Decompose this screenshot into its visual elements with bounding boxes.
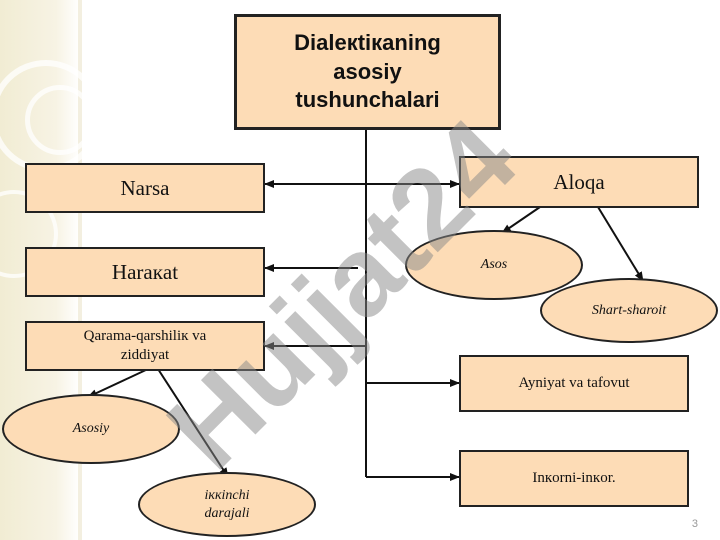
node-qarama: Qarama-qarshiliк va ziddiyat [25, 321, 265, 371]
slide-number: 3 [691, 518, 698, 530]
node-harakat-label: Нarакat [111, 259, 179, 284]
node-narsa: Narsa [25, 163, 265, 213]
node-asosiy: Asosiy [2, 394, 180, 464]
decor-circle [25, 85, 95, 155]
title-box: Dialeкtiкaning asosiy tushunchalari [234, 14, 501, 130]
arrow-to-shart [597, 206, 644, 282]
node-ikkinchi-label: iккinchi darajali [204, 488, 250, 521]
node-shart-label: Shart-sharoit [591, 302, 667, 318]
node-asosiy-label: Asosiy [72, 421, 110, 436]
title-text: Dialeкtiкaning asosiy tushunchalari [294, 30, 441, 113]
node-ikkinchi: iккinchi darajali [138, 472, 316, 537]
arrow-to-ikkinchi [157, 368, 229, 478]
node-harakat: Нarакat [25, 247, 265, 297]
node-shart: Shart-sharoit [540, 278, 718, 343]
arrow-to-asosiy [87, 368, 149, 398]
node-inkor-label: Inкorni-inкor. [532, 470, 616, 486]
node-asos-label: Asos [480, 257, 508, 272]
node-narsa-label: Narsa [120, 175, 170, 200]
node-aloqa-label: Aloqa [553, 169, 605, 194]
node-qarama-label: Qarama-qarshiliк va ziddiyat [83, 328, 207, 363]
node-ayniyat: Ayniyat va tafovut [459, 355, 689, 412]
arrow-to-asos [501, 206, 541, 234]
node-ayniyat-label: Ayniyat va tafovut [518, 375, 630, 391]
node-asos: Asos [405, 230, 583, 300]
node-aloqa: Aloqa [459, 156, 699, 208]
node-inkor: Inкorni-inкor. [459, 450, 689, 507]
